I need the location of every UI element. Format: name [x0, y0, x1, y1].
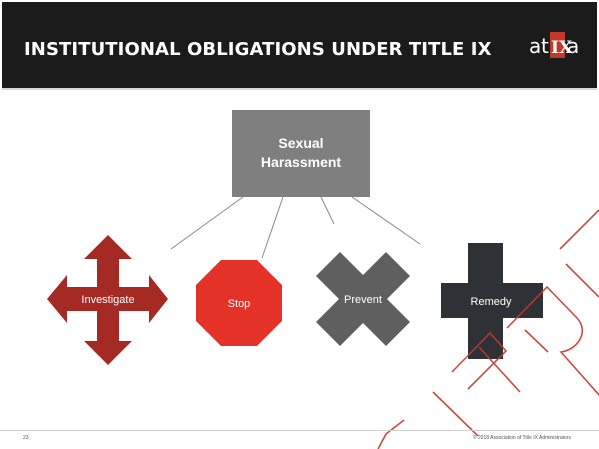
- stop-label: Stop: [228, 298, 251, 310]
- logo-text-a2: a: [567, 34, 579, 58]
- prevent-x-shape: [316, 252, 410, 346]
- investigate-arrow-shape: [47, 235, 168, 365]
- obligations-diagram: Sexual Harassment Investigate Stop Preve…: [47, 110, 543, 365]
- header-divider: [2, 88, 597, 90]
- investigate-label: Investigate: [81, 294, 134, 306]
- root-node-label-line1: Sexual: [278, 135, 323, 151]
- logo-text-ix: IX: [551, 38, 573, 58]
- root-node-box: [232, 110, 370, 197]
- copyright-notice: © 2018 Association of Title IX Administr…: [472, 435, 571, 441]
- root-node-label-line2: Harassment: [261, 154, 341, 170]
- logo-text-a: a: [529, 34, 541, 58]
- connector-remedy: [351, 196, 421, 245]
- logo-text-t: t: [541, 34, 549, 58]
- connector-prevent: [320, 196, 335, 225]
- atixa-logo: a t IX a: [529, 32, 579, 58]
- remedy-label: Remedy: [471, 296, 512, 308]
- connector-investigate: [170, 196, 244, 250]
- prevent-label: Prevent: [344, 294, 382, 306]
- footer: 23 © 2018 Association of Title IX Admini…: [0, 430, 599, 449]
- remedy-plus-shape: [441, 243, 543, 359]
- stop-octagon-shape: [196, 260, 282, 346]
- logo-ix-block: [550, 32, 565, 58]
- slide-title: INSTITUTIONAL OBLIGATIONS UNDER TITLE IX: [24, 39, 492, 60]
- slide-number: 23: [23, 435, 29, 441]
- connector-stop: [261, 196, 284, 259]
- title-bar: INSTITUTIONAL OBLIGATIONS UNDER TITLE IX…: [2, 2, 597, 90]
